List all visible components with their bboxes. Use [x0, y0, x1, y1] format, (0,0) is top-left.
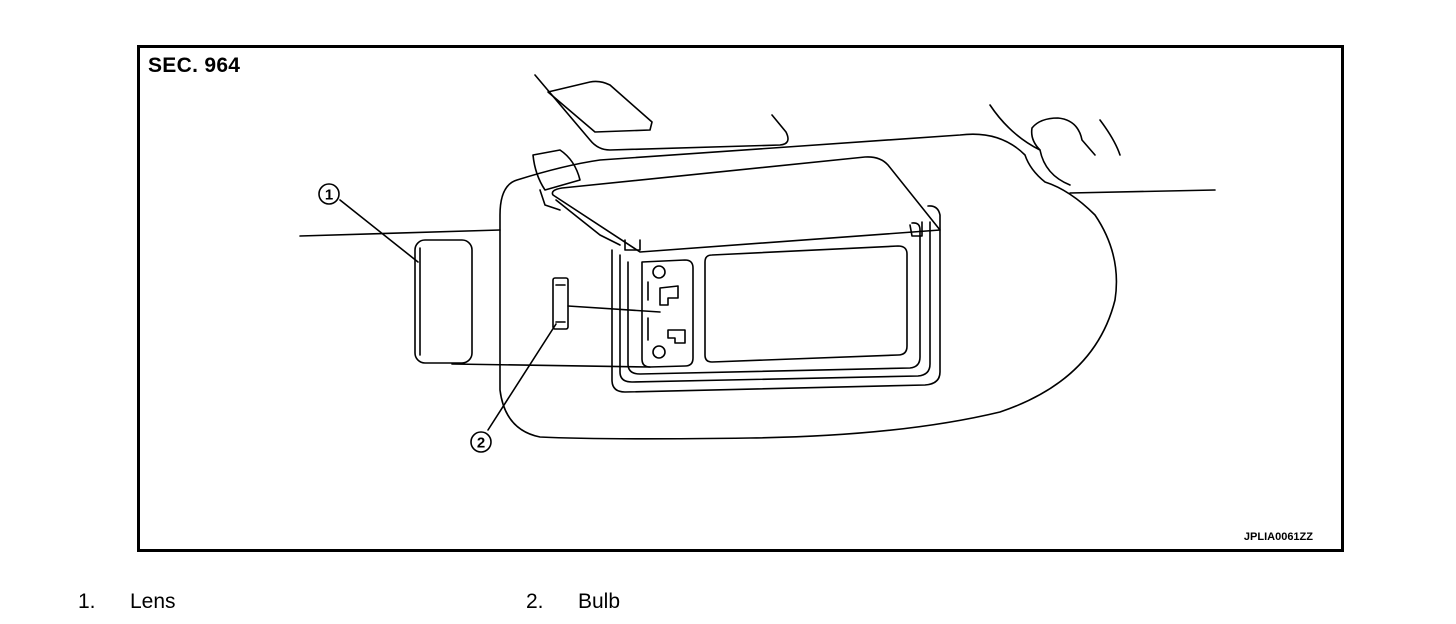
callout-number-1: 1 [325, 187, 333, 204]
mirror-cover [551, 156, 941, 253]
visor-pivot-mount [989, 104, 1121, 186]
bulb-part [552, 277, 569, 330]
figure-frame: SEC. 964 JPLIA0061ZZ [137, 45, 1344, 552]
mirror-frame-inner2 [627, 222, 921, 375]
mirror-cover-edge [555, 199, 621, 246]
leader-line-2 [487, 323, 557, 431]
lamp-screw-top [652, 265, 666, 279]
visor-body [499, 133, 1118, 440]
mirror-glass [704, 245, 908, 363]
roof-line [299, 229, 501, 237]
bulb-part-inner [555, 284, 566, 323]
mirror-frame [611, 205, 941, 393]
visor-clip [532, 149, 581, 211]
mirror-frame-inner [619, 221, 931, 383]
roof-line-right [1069, 189, 1216, 194]
section-label: SEC. 964 [148, 54, 241, 77]
lamp-socket-top [659, 285, 679, 306]
legend-label: Lens [130, 590, 176, 613]
lamp-screw-bottom [652, 345, 666, 359]
lens-part [414, 239, 473, 364]
legend-number: 2. [526, 590, 544, 613]
callout-number-2: 2 [477, 435, 485, 452]
callout-badge-2: 2 [470, 431, 492, 453]
legend-number: 1. [78, 590, 96, 613]
legend-label: Bulb [578, 590, 621, 613]
mirror-tabs [624, 221, 923, 251]
overhead-trim [534, 74, 789, 151]
leader-line-1 [339, 199, 419, 263]
lamp-housing [641, 259, 694, 368]
lamp-socket-bottom [667, 329, 686, 344]
figure-code: JPLIA0061ZZ [1243, 531, 1313, 543]
callout-badge-1: 1 [318, 183, 340, 205]
alignment-line-lens [451, 363, 651, 368]
alignment-line-bulb [567, 305, 661, 313]
overhead-trim-inner [547, 80, 653, 133]
